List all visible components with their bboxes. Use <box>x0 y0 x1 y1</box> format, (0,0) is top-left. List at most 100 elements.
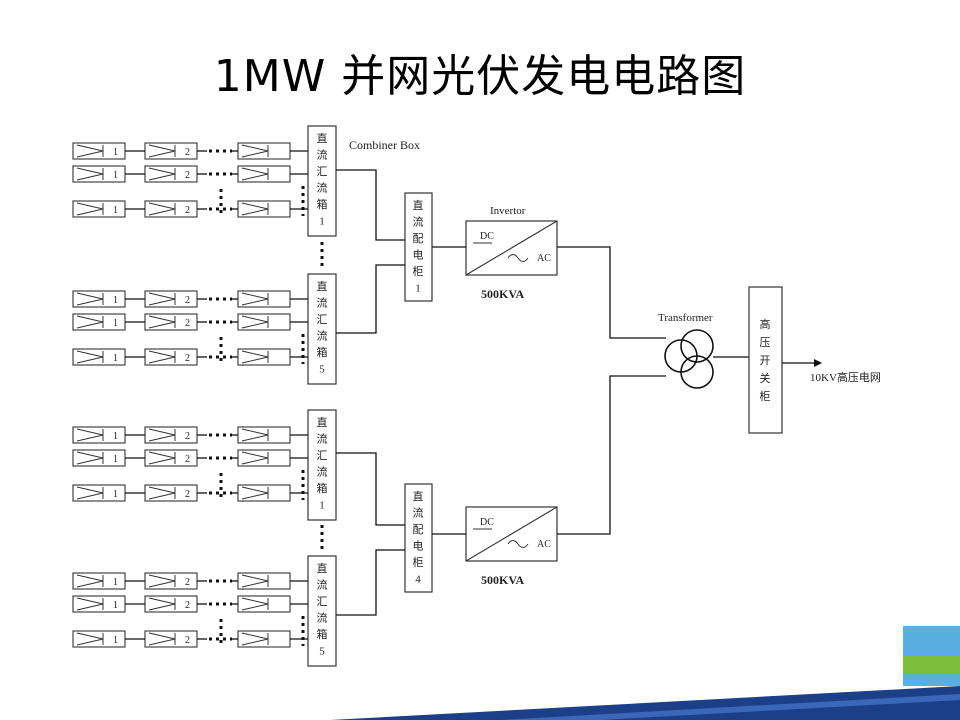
pv-panel: 2 <box>144 200 198 218</box>
dc-cabinet-text: 配 <box>413 232 424 245</box>
panel-number: 1 <box>113 205 118 216</box>
combiner-box-text: 流 <box>317 296 328 310</box>
inverter: DC AC 500KVA Invertor <box>465 205 558 301</box>
combiner-box-text: 5 <box>319 364 325 376</box>
combiner-box-text: 箱 <box>317 627 328 641</box>
panel-number: 1 <box>113 454 118 465</box>
panel-number: 2 <box>185 635 190 646</box>
pv-panel <box>237 142 291 160</box>
pv-panel: 1 <box>72 200 126 218</box>
pv-panel: 2 <box>144 348 198 366</box>
combiner-box-text: 流 <box>317 181 328 195</box>
combiner-box-text: 1 <box>319 500 325 512</box>
panel-number: 2 <box>185 353 190 364</box>
dc-distribution-cabinet <box>404 483 433 593</box>
dc-cabinet-text: 流 <box>413 215 424 229</box>
combiner-box-text: 流 <box>317 465 328 479</box>
pv-panel <box>237 200 291 218</box>
combiner-box-text: 箱 <box>317 481 328 495</box>
panel-number: 1 <box>113 431 118 442</box>
pv-panel <box>237 290 291 308</box>
dc-cabinet-text: 4 <box>415 574 421 586</box>
wire <box>557 246 666 339</box>
dc-cabinet-text: 直 <box>413 489 424 503</box>
panel-number: 2 <box>185 431 190 442</box>
pv-panel: 1 <box>72 595 126 613</box>
inverter-ac-label: AC <box>537 539 551 550</box>
panel-number: 1 <box>113 489 118 500</box>
panel-number: 1 <box>113 635 118 646</box>
combiner-box <box>307 273 337 385</box>
pv-panel: 2 <box>144 290 198 308</box>
combiner-box-text: 流 <box>317 329 328 343</box>
panel-number: 2 <box>185 600 190 611</box>
hv-cabinet-text: 高 <box>760 317 771 331</box>
pv-panel: 2 <box>144 313 198 331</box>
panel-number: 1 <box>113 577 118 588</box>
pv-panel: 1 <box>72 426 126 444</box>
pv-panel: 1 <box>72 449 126 467</box>
dc-cabinet-text: 直 <box>413 198 424 212</box>
dc-cabinet-text: 1 <box>415 283 421 295</box>
wire <box>336 549 405 616</box>
pv-panel: 2 <box>144 630 198 648</box>
transformer-label: Transformer <box>658 312 713 324</box>
combiner-box-text: 流 <box>317 148 328 162</box>
inverter-rating: 500KVA <box>481 287 524 301</box>
wire <box>557 375 666 535</box>
panel-number: 2 <box>185 295 190 306</box>
inverter-dc-label: DC <box>480 231 494 242</box>
connection-wires <box>125 149 749 646</box>
pv-panel: 1 <box>72 630 126 648</box>
pv-panel <box>237 595 291 613</box>
dc-cabinet-text: 电 <box>413 249 424 262</box>
panel-number: 1 <box>113 295 118 306</box>
combiner-box-text: 直 <box>317 415 328 429</box>
pv-panel: 1 <box>72 348 126 366</box>
combiner-box-text: 箱 <box>317 197 328 211</box>
hv-cabinet-text: 柜 <box>760 390 771 403</box>
inverter-title: Invertor <box>490 205 526 217</box>
combiner-box <box>307 409 337 521</box>
pv-panel <box>237 165 291 183</box>
pv-panel: 2 <box>144 426 198 444</box>
panel-number: 2 <box>185 577 190 588</box>
pv-panel <box>237 630 291 648</box>
combiner-box-text: 汇 <box>317 595 328 608</box>
page-title: 1MW 并网光伏发电电路图 <box>213 51 747 102</box>
panel-number: 2 <box>185 170 190 181</box>
panel-number: 2 <box>185 454 190 465</box>
combiner-box-text: 直 <box>317 131 328 145</box>
arrow-icon <box>814 359 822 367</box>
pv-panel: 1 <box>72 290 126 308</box>
grid-label: 10KV高压电网 <box>810 370 881 384</box>
panel-number: 1 <box>113 318 118 329</box>
panel-number: 1 <box>113 170 118 181</box>
pv-panel: 1 <box>72 572 126 590</box>
inverter-rating: 500KVA <box>481 573 524 587</box>
panel-number: 2 <box>185 489 190 500</box>
panel-number: 1 <box>113 353 118 364</box>
combiner-box-label: Combiner Box <box>349 138 420 152</box>
combiner-box-text: 直 <box>317 279 328 293</box>
dc-cabinet-text: 流 <box>413 506 424 520</box>
pv-panel <box>237 348 291 366</box>
hv-cabinet-text: 关 <box>760 371 771 385</box>
inverter-ac-label: AC <box>537 253 551 264</box>
panel-number: 1 <box>113 600 118 611</box>
pv-panel: 2 <box>144 165 198 183</box>
pv-panel <box>237 313 291 331</box>
combiner-box <box>307 555 337 667</box>
transformer <box>664 329 714 389</box>
pv-panel: 1 <box>72 313 126 331</box>
combiner-box-text: 5 <box>319 646 325 658</box>
panel-number: 2 <box>185 205 190 216</box>
hv-cabinet-text: 开 <box>760 355 771 367</box>
dc-cabinet-text: 配 <box>413 523 424 536</box>
wire <box>336 169 405 241</box>
